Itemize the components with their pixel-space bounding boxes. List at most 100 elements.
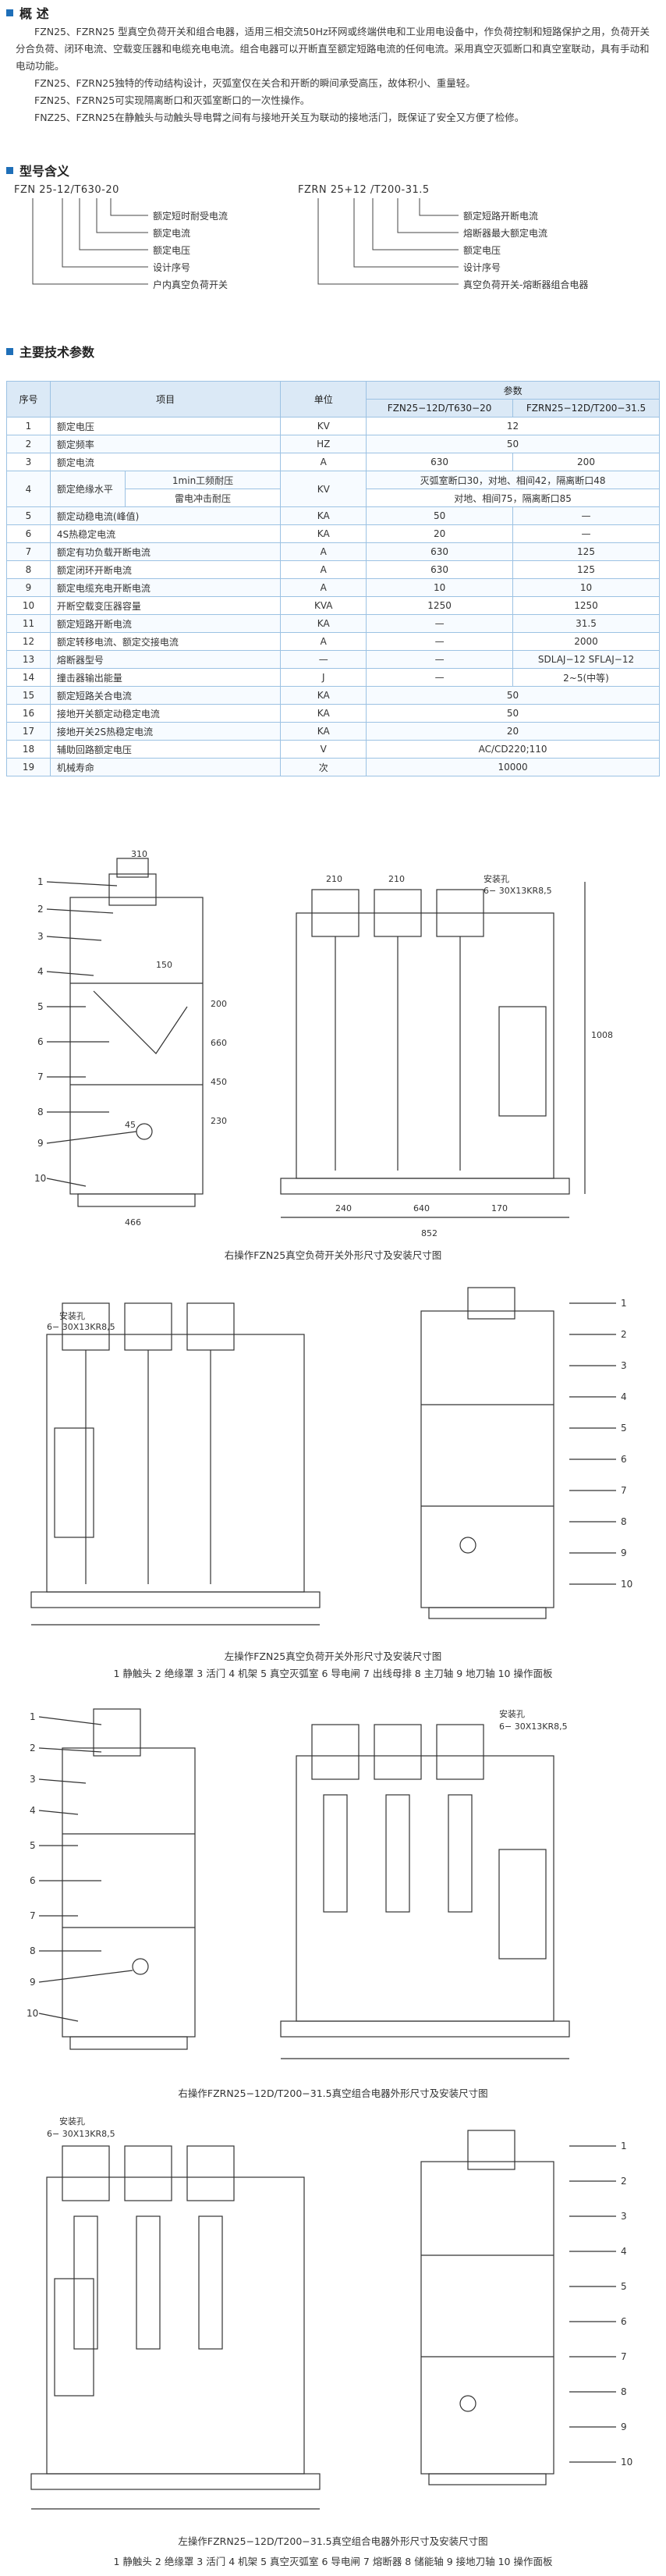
cell-unit: J [280,668,367,687]
drawing-legend: 1 静触头 2 绝缘罩 3 活门 4 机架 5 真空灭弧室 6 导电闸 7 出线… [113,1668,553,1679]
svg-text:7: 7 [621,2351,627,2362]
dim-label: 660 [211,1038,227,1048]
cell-value-b: — [512,506,660,525]
dim-label: 310 [131,851,147,859]
table-header-model-a: FZN25−12D/T630−20 [366,399,514,417]
table-row: 17 接地开关2S热稳定电流 KA 20 [6,722,660,741]
model-right-label: 额定电压 [463,245,501,256]
hole-spec-label: 6− 30X13KR8,5 [47,1322,115,1332]
table-row: 6 4S热稳定电流 KA 20 — [6,524,660,543]
cell-unit: A [280,453,367,471]
cell-value: 对地、相间75，隔离断口85 [366,489,660,507]
cell-item: 4S热稳定电流 [49,524,282,543]
hole-spec-label: 6− 30X13KR8,5 [47,2129,115,2139]
cell-no: 5 [6,506,51,525]
cell-no: 10 [6,596,51,615]
cell-unit: KA [280,686,367,705]
cell-item: 熔断器型号 [49,650,282,669]
dim-label: 210 [388,874,405,884]
cell-item: 接地开关额定动稳定电流 [49,704,282,723]
table-row: 18 辅助回路额定电压 V AC/CD220;110 [6,740,660,759]
cell-item: 额定电缆充电开断电流 [49,578,282,597]
cell-subitem: 雷电冲击耐压 [124,489,282,507]
model-right-label: 真空负荷开关-熔断器组合电器 [463,279,589,290]
svg-text:3: 3 [621,1360,627,1371]
section-marker-icon [6,347,13,355]
table-row: 1 额定电压 KV 12 [6,417,660,435]
svg-text:9: 9 [621,1547,627,1558]
table-header-no: 序号 [6,381,51,417]
svg-text:6: 6 [621,2316,627,2327]
model-right-label: 额定短路开断电流 [463,211,539,222]
cell-no: 7 [6,542,51,561]
cell-value-b: 2000 [512,632,660,651]
svg-text:8: 8 [621,1516,627,1527]
model-heading: 型号含义 [6,161,69,179]
dim-label: 200 [211,999,227,1009]
model-left-code: FZN 25-12/T630-20 [14,184,119,196]
table-row: 14 撞击器输出能量 J — 2~5(中等) [6,668,660,687]
cell-value-b: — [512,524,660,543]
svg-text:1: 1 [621,1298,627,1309]
cell-unit: KV [280,417,367,435]
table-header-params: 参数 [366,381,660,400]
model-right: FZRN 25+12 /T200-31.5 额定短路开断电流 熔断器最大额定电流… [298,184,657,301]
hole-spec-label: 6− 30X13KR8,5 [499,1721,568,1732]
cell-item: 额定电流 [49,453,282,471]
mount-hole-label: 安装孔 [484,873,509,884]
table-row: 9 额定电缆充电开断电流 A 10 10 [6,578,660,597]
cell-no: 11 [6,614,51,633]
cell-unit: KA [280,704,367,723]
cell-value-a: 10 [366,578,514,597]
cell-value-a: 50 [366,506,514,525]
dim-label: 450 [211,1077,227,1087]
cell-no: 15 [6,686,51,705]
model-left-label: 户内真空负荷开关 [153,279,228,290]
svg-text:7: 7 [621,1485,627,1496]
cell-value-a: 1250 [366,596,514,615]
cell-unit: KV [280,471,367,507]
svg-text:10: 10 [34,1173,46,1184]
cell-no: 16 [6,704,51,723]
cell-item: 额定频率 [49,435,282,453]
cell-unit: — [280,650,367,669]
svg-text:5: 5 [30,1840,36,1851]
cell-value-b: 125 [512,560,660,579]
cell-value: 20 [366,722,660,741]
cell-unit: KA [280,506,367,525]
cell-value: AC/CD220;110 [366,740,660,759]
cell-item: 辅助回路额定电压 [49,740,282,759]
svg-text:8: 8 [30,1945,36,1956]
mount-hole-label: 安装孔 [499,1708,525,1719]
cell-value-a: — [366,632,514,651]
svg-text:6: 6 [37,1036,44,1047]
section-marker-icon [6,166,13,174]
cell-value-a: — [366,650,514,669]
table-row: 5 额定动稳电流(峰值) KA 50 — [6,506,660,525]
cell-value-b: 125 [512,542,660,561]
drawing-caption: 右操作FZN25真空负荷开关外形尺寸及安装尺寸图 [224,1249,442,1261]
cell-unit: A [280,632,367,651]
cell-value-b: SDLAJ−12 SFLAJ−12 [512,650,660,669]
model-right-code: FZRN 25+12 /T200-31.5 [298,184,430,196]
cell-item: 额定有功负载开断电流 [49,542,282,561]
model-title: 型号含义 [19,164,70,179]
svg-text:5: 5 [621,2281,627,2292]
cell-subitem: 1min工频耐压 [124,471,282,489]
model-left-label: 额定电流 [153,228,191,239]
table-row: 19 机械寿命 次 10000 [6,758,660,776]
overview-paragraph: FZN25、FZRN25可实现隔离断口和灭弧室断口的一次性操作。 [34,94,310,106]
svg-text:8: 8 [621,2386,627,2397]
cell-value-a: 630 [366,542,514,561]
cell-item: 机械寿命 [49,758,282,776]
table-row: 2 额定频率 HZ 50 [6,435,660,453]
section-marker-icon [6,9,13,16]
cell-value-a: 20 [366,524,514,543]
svg-text:3: 3 [30,1774,36,1785]
overview-title: 概 述 [19,6,49,21]
model-left-label: 设计序号 [153,262,191,273]
